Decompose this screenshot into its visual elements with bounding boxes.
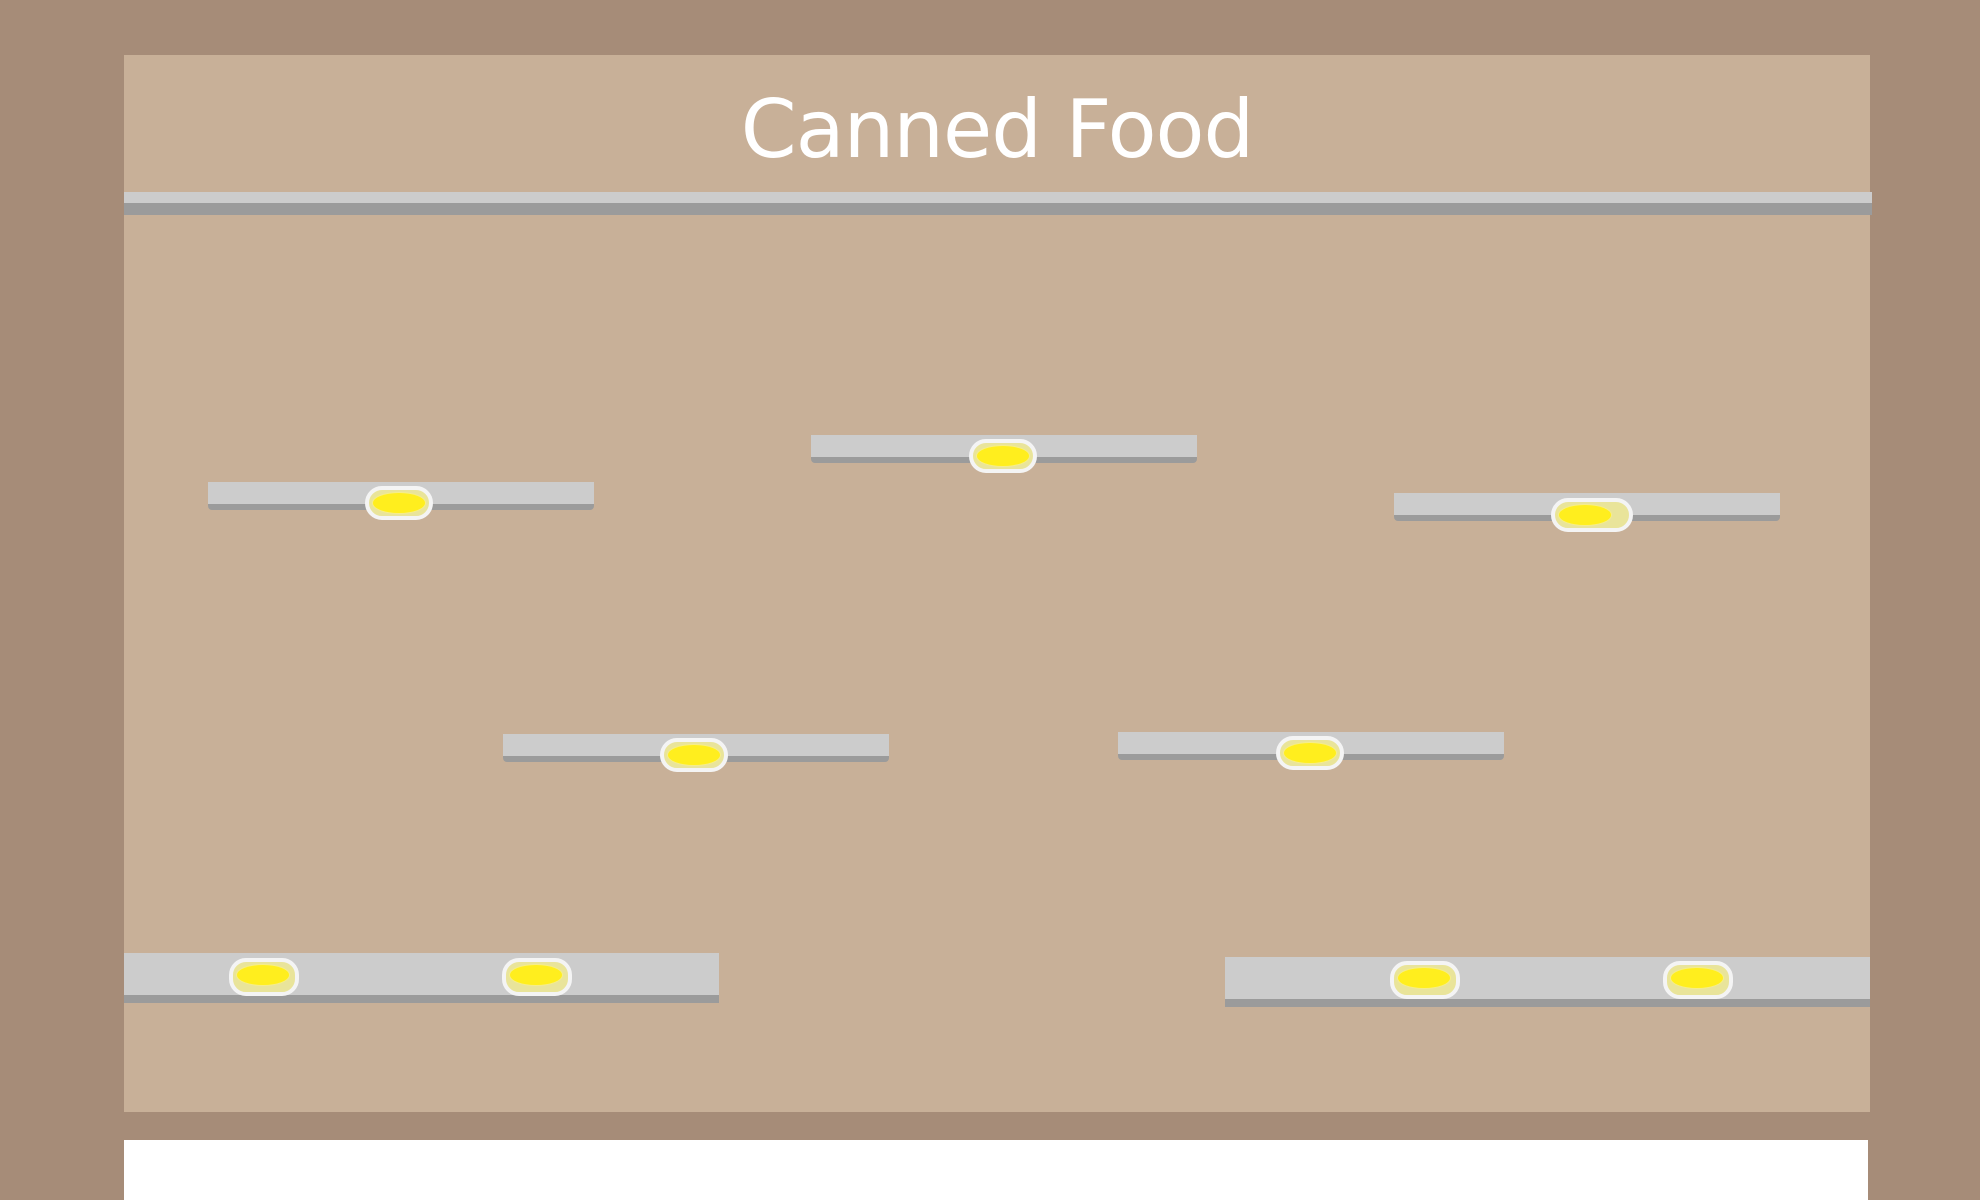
coin[interactable] [1276, 736, 1344, 770]
level-title: Canned Food [740, 83, 1255, 176]
coin[interactable] [502, 958, 572, 996]
coin[interactable] [1551, 498, 1633, 532]
platform-bottom-left [124, 953, 719, 1003]
coin[interactable] [1663, 961, 1733, 999]
bottom-panel [124, 1140, 1868, 1200]
platform-bottom-right [1225, 957, 1870, 1007]
ceiling-rail [124, 192, 1872, 215]
coin[interactable] [660, 738, 728, 772]
level-room: Canned Food [124, 55, 1870, 1112]
coin[interactable] [1390, 961, 1460, 999]
coin[interactable] [229, 958, 299, 996]
coin[interactable] [365, 486, 433, 520]
coin[interactable] [969, 439, 1037, 473]
